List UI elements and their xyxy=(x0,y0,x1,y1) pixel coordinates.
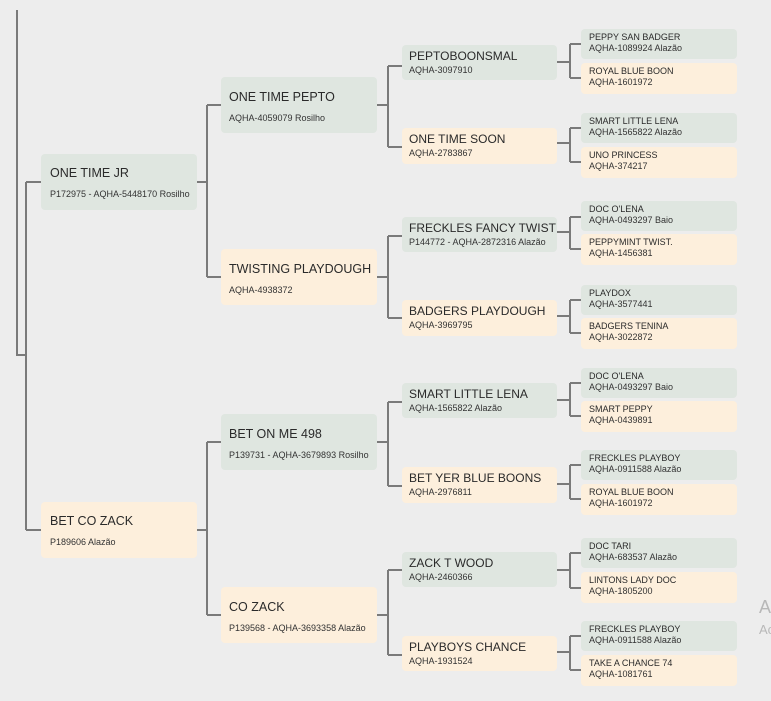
horse-registration: AQHA-374217 xyxy=(589,161,648,171)
horse-box-sire-sire[interactable]: ONE TIME PEPTO AQHA-4059079 Rosilho xyxy=(221,77,377,133)
horse-name: LINTONS LADY DOC xyxy=(589,575,677,585)
horse-name: UNO PRINCESS xyxy=(589,150,658,160)
horse-name: BET YER BLUE BOONS xyxy=(409,471,542,485)
horse-name: PEPPYMINT TWIST. xyxy=(589,237,673,247)
horse-box-g3-6[interactable]: BET YER BLUE BOONS AQHA-2976811 xyxy=(402,467,557,503)
horse-registration: AQHA-2976811 xyxy=(409,487,472,497)
horse-registration: P139568 - AQHA-3693358 Alazão xyxy=(229,623,366,633)
horse-box-g3-8[interactable]: PLAYBOYS CHANCE AQHA-1931524 xyxy=(402,636,557,671)
horse-name: PLAYBOYS CHANCE xyxy=(409,640,527,654)
horse-registration: AQHA-0911588 Alazão xyxy=(589,464,682,474)
horse-box-sire-dam[interactable]: TWISTING PLAYDOUGH AQHA-4938372 xyxy=(221,249,377,305)
horse-box-g4-15[interactable]: FRECKLES PLAYBOY AQHA-0911588 Alazão xyxy=(581,621,737,651)
horse-registration: AQHA-1081761 xyxy=(589,669,653,679)
horse-box-g4-2[interactable]: ROYAL BLUE BOON AQHA-1601972 xyxy=(581,63,737,94)
horse-name: FRECKLES PLAYBOY xyxy=(589,624,681,634)
horse-box-g4-9[interactable]: DOC O'LENA AQHA-0493297 Baio xyxy=(581,368,737,398)
horse-box-g4-12[interactable]: ROYAL BLUE BOON AQHA-1601972 xyxy=(581,484,737,515)
horse-box-g4-6[interactable]: PEPPYMINT TWIST. AQHA-1456381 xyxy=(581,234,737,265)
horse-name: SMART LITTLE LENA xyxy=(409,387,528,401)
horse-box-g3-3[interactable]: FRECKLES FANCY TWIST P144772 - AQHA-2872… xyxy=(402,217,557,252)
horse-box-g4-13[interactable]: DOC TARI AQHA-683537 Alazão xyxy=(581,538,737,568)
horse-registration: AQHA-4059079 Rosilho xyxy=(229,113,326,123)
horse-name: ONE TIME PEPTO xyxy=(229,90,335,104)
horse-registration: AQHA-0493297 Baio xyxy=(589,215,674,225)
horse-registration: AQHA-1601972 xyxy=(589,498,653,508)
horse-registration: AQHA-1089924 Alazão xyxy=(589,43,683,53)
horse-name: SMART PEPPY xyxy=(589,404,653,414)
horse-box-dam-dam[interactable]: CO ZACK P139568 - AQHA-3693358 Alazão xyxy=(221,587,377,643)
horse-name: ZACK T WOOD xyxy=(409,556,494,570)
horse-name: FRECKLES PLAYBOY xyxy=(589,453,681,463)
horse-registration: AQHA-1805200 xyxy=(589,586,653,596)
horse-box-g4-1[interactable]: PEPPY SAN BADGER AQHA-1089924 Alazão xyxy=(581,29,737,59)
horse-registration: AQHA-0911588 Alazão xyxy=(589,635,682,645)
horse-box-sire[interactable]: ONE TIME JR P172975 - AQHA-5448170 Rosil… xyxy=(41,154,197,210)
horse-registration: P144772 - AQHA-2872316 Alazão xyxy=(409,237,546,247)
horse-name: BADGERS TENINA xyxy=(589,321,669,331)
horse-box-g3-1[interactable]: PEPTOBOONSMAL AQHA-3097910 xyxy=(402,45,557,80)
horse-registration: AQHA-2460366 xyxy=(409,572,473,582)
horse-name: ROYAL BLUE BOON xyxy=(589,487,674,497)
horse-box-g4-4[interactable]: UNO PRINCESS AQHA-374217 xyxy=(581,147,737,178)
horse-box-dam-sire[interactable]: BET ON ME 498 P139731 - AQHA-3679893 Ros… xyxy=(221,414,377,470)
horse-registration: AQHA-1931524 xyxy=(409,656,473,666)
horse-box-g3-5[interactable]: SMART LITTLE LENA AQHA-1565822 Alazão xyxy=(402,383,557,418)
horse-name: PLAYDOX xyxy=(589,288,631,298)
horse-box-g4-5[interactable]: DOC O'LENA AQHA-0493297 Baio xyxy=(581,201,737,231)
horse-registration: AQHA-683537 Alazão xyxy=(589,552,678,562)
horse-registration: AQHA-0493297 Baio xyxy=(589,382,674,392)
horse-registration: AQHA-1565822 Alazão xyxy=(409,403,503,413)
horse-box-g3-7[interactable]: ZACK T WOOD AQHA-2460366 xyxy=(402,552,557,587)
horse-name: CO ZACK xyxy=(229,600,285,614)
horse-name: PEPTOBOONSMAL xyxy=(409,49,518,63)
horse-box-dam[interactable]: BET CO ZACK P189606 Alazão xyxy=(41,502,197,558)
horse-registration: AQHA-1601972 xyxy=(589,77,653,87)
horse-name: FRECKLES FANCY TWIST xyxy=(409,221,556,235)
horse-name: DOC O'LENA xyxy=(589,371,644,381)
horse-registration: P189606 Alazão xyxy=(50,537,116,547)
horse-registration: P139731 - AQHA-3679893 Rosilho xyxy=(229,450,369,460)
horse-box-g4-3[interactable]: SMART LITTLE LENA AQHA-1565822 Alazão xyxy=(581,113,737,143)
horse-box-g4-11[interactable]: FRECKLES PLAYBOY AQHA-0911588 Alazão xyxy=(581,450,737,480)
horse-registration: AQHA-3577441 xyxy=(589,299,653,309)
horse-name: BADGERS PLAYDOUGH xyxy=(409,304,546,318)
horse-registration: AQHA-0439891 xyxy=(589,415,653,425)
horse-name: BET CO ZACK xyxy=(50,514,134,528)
horse-registration: AQHA-2783867 xyxy=(409,148,473,158)
horse-name: DOC O'LENA xyxy=(589,204,644,214)
horse-box-g4-8[interactable]: BADGERS TENINA AQHA-3022872 xyxy=(581,318,737,349)
activation-watermark-title: A xyxy=(759,597,771,617)
horse-name: ONE TIME JR xyxy=(50,166,129,180)
horse-box-g4-16[interactable]: TAKE A CHANCE 74 AQHA-1081761 xyxy=(581,655,737,686)
horse-registration: AQHA-3022872 xyxy=(589,332,653,342)
horse-name: PEPPY SAN BADGER xyxy=(589,32,681,42)
horse-registration: AQHA-1456381 xyxy=(589,248,653,258)
horse-registration: AQHA-3969795 xyxy=(409,320,473,330)
horse-box-g3-4[interactable]: BADGERS PLAYDOUGH AQHA-3969795 xyxy=(402,300,557,336)
horse-registration: AQHA-3097910 xyxy=(409,65,473,75)
horse-name: DOC TARI xyxy=(589,541,632,551)
horse-registration: AQHA-4938372 xyxy=(229,285,293,295)
horse-box-g3-2[interactable]: ONE TIME SOON AQHA-2783867 xyxy=(402,128,557,164)
horse-box-g4-10[interactable]: SMART PEPPY AQHA-0439891 xyxy=(581,401,737,432)
horse-name: SMART LITTLE LENA xyxy=(589,116,679,126)
horse-name: ROYAL BLUE BOON xyxy=(589,66,674,76)
horse-registration: P172975 - AQHA-5448170 Rosilho xyxy=(50,189,190,199)
horse-box-g4-7[interactable]: PLAYDOX AQHA-3577441 xyxy=(581,285,737,315)
horse-registration: AQHA-1565822 Alazão xyxy=(589,127,683,137)
activation-watermark-subtitle: Ac xyxy=(759,622,771,637)
horse-name: BET ON ME 498 xyxy=(229,427,322,441)
horse-box-g4-14[interactable]: LINTONS LADY DOC AQHA-1805200 xyxy=(581,572,737,603)
horse-name: TWISTING PLAYDOUGH xyxy=(229,262,372,276)
horse-name: ONE TIME SOON xyxy=(409,132,506,146)
horse-name: TAKE A CHANCE 74 xyxy=(589,658,673,668)
